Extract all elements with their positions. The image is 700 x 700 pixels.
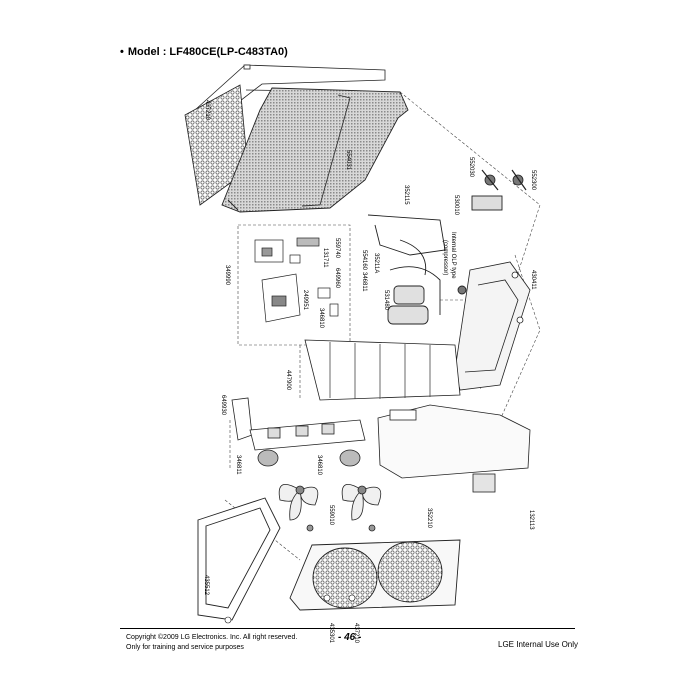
callout-label: 530010	[453, 195, 459, 216]
fan-motors	[257, 449, 361, 467]
callout-label: 649960	[334, 268, 340, 289]
motor-support	[231, 397, 366, 451]
callout-label: 352210	[426, 508, 432, 529]
callout-label: 435512	[203, 575, 209, 596]
model-title-text: Model : LF480CE(LP-C483TA0)	[127, 46, 288, 58]
callout-label: 132113	[528, 510, 534, 530]
callout-label: 249951	[302, 290, 308, 311]
callout-label: 437210	[353, 623, 359, 644]
fan-motor-parts	[481, 169, 527, 191]
compressor-note: Internal OLP type	[450, 232, 456, 279]
propeller-fans	[278, 483, 382, 532]
compressor-note: (compressor)	[442, 240, 448, 275]
callout-label: 552030	[468, 157, 474, 178]
right-side-panel	[454, 261, 531, 391]
callout-label: 346811	[361, 272, 367, 292]
callout-label: 352115	[403, 185, 409, 205]
base-pan	[304, 339, 461, 401]
callout-label: 552300	[530, 170, 536, 191]
front-panel	[289, 539, 461, 611]
callout-label: 554031	[345, 150, 351, 171]
part-callouts: 437210 554031 352115 552030 530010 55230…	[203, 100, 536, 644]
callout-label: 435301	[328, 623, 334, 644]
top-cover-panel	[377, 404, 531, 493]
callout-label: 346810	[318, 308, 324, 329]
callout-label: 349990	[224, 265, 230, 286]
model-title: •Model : LF480CE(LP-C483TA0)	[120, 46, 288, 58]
callout-label: 430411	[530, 270, 536, 290]
compressor-piping	[367, 195, 503, 325]
callout-label: 346810	[316, 455, 322, 476]
callout-markers	[224, 594, 356, 624]
callout-label: 131711	[322, 248, 328, 268]
heat-exchanger-coil	[221, 87, 409, 213]
copyright-block: Copyright ©2009 LG Electronics. Inc. All…	[126, 633, 297, 653]
title-bullet: •	[120, 46, 124, 58]
internal-use-label: LGE Internal Use Only	[498, 640, 579, 649]
callout-label: 649930	[220, 395, 226, 416]
callout-label: 531480	[383, 290, 389, 311]
left-side-panel	[197, 497, 281, 621]
callout-label: 559010	[328, 505, 334, 526]
footer-rule	[120, 628, 575, 629]
callout-label: 554160	[361, 250, 367, 271]
callout-label: 559740	[334, 238, 340, 259]
callout-label: 35211A	[373, 253, 379, 273]
copyright-line-2: Only for training and service purposes	[126, 644, 244, 651]
control-box-assembly	[254, 237, 339, 323]
callout-label: 346811	[235, 455, 241, 475]
page-number: - 46 -	[338, 632, 362, 643]
callout-label: 447900	[285, 370, 291, 391]
copyright-line-1: Copyright ©2009 LG Electronics. Inc. All…	[126, 634, 298, 641]
callout-label: 437210	[204, 100, 210, 121]
